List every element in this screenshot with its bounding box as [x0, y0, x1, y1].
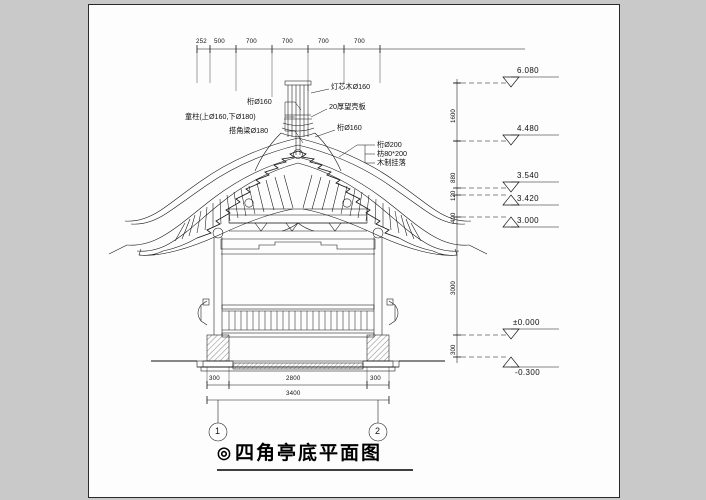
roof-upper-surface — [124, 137, 472, 225]
eave-right — [297, 156, 488, 256]
annotation-leaders-left — [284, 101, 304, 144]
callout-heng-160: 桁Ø160 — [247, 97, 272, 106]
roof-tile-ridge-left — [196, 150, 299, 239]
axis-leaders — [208, 400, 388, 442]
railing — [221, 304, 375, 338]
bottom-dim-left-300: 300 — [209, 375, 220, 382]
elevation-minus-0300: -0.300 — [515, 368, 541, 377]
bottom-dim-right-300: 300 — [370, 375, 381, 382]
cad-linework — [108, 45, 559, 442]
callout-20hou-wangban: 20厚望壳板 — [329, 102, 366, 111]
title-marker: ◎ — [217, 445, 232, 462]
vdim-1600: 1600 — [450, 109, 457, 123]
top-dim-value-6: 700 — [354, 38, 365, 45]
elevation-6080: 6.080 — [517, 66, 540, 75]
column-heads — [212, 227, 384, 239]
top-dim-value-4: 700 — [282, 38, 293, 45]
top-dim-value-3: 700 — [246, 38, 257, 45]
callout-tongzhu: 童柱(上Ø160,下Ø180) — [185, 112, 256, 121]
elevation-axis — [453, 76, 559, 368]
annotation-leaders-right — [310, 88, 375, 164]
vdim-880: 880 — [450, 172, 457, 183]
column-bases — [202, 334, 394, 368]
drawing-title: 四角亭底平面图 — [235, 443, 383, 464]
top-dim-value-1: 252 — [196, 38, 207, 45]
callout-heng-200: 桁Ø200 — [377, 140, 402, 149]
top-dim-value-5: 700 — [318, 38, 329, 45]
inner-ceiling-panel — [220, 238, 376, 255]
bottom-dim-total-3400: 3400 — [286, 390, 301, 397]
callout-fang-80x200: 枋80*200 — [377, 149, 407, 158]
bottom-dim-2800: 2800 — [286, 375, 301, 382]
callout-dajiaoliang-180: 搭角梁Ø180 — [229, 126, 269, 135]
main-columns — [213, 237, 383, 335]
platform-base — [196, 360, 400, 372]
title-underline — [217, 469, 413, 471]
roof-tile-ridge-right — [297, 150, 400, 239]
upper-beam-zone — [228, 198, 368, 232]
side-brackets — [197, 298, 399, 326]
elevation-3540: 3.540 — [517, 171, 540, 180]
finial-assembly — [254, 80, 342, 172]
vdim-300: 300 — [450, 344, 457, 355]
callout-heng-160-right: 桁Ø160 — [337, 123, 362, 132]
vdim-400: 400 — [450, 212, 457, 223]
callout-muzhi-gualuo: 木制挂落 — [377, 158, 406, 167]
axis-bubble-1: 1 — [215, 426, 221, 436]
vdim-120: 120 — [450, 190, 457, 201]
elevation-0000: ±0.000 — [513, 318, 540, 327]
callout-dengxinmu-160: 灯芯木Ø160 — [331, 82, 371, 91]
elevation-3000: 3.000 — [517, 216, 540, 225]
drawing-sheet: 252 500 700 700 700 700 桁Ø160 童柱(上Ø160,下… — [88, 4, 620, 498]
eave-left — [108, 156, 299, 256]
bottom-dim-chains — [206, 367, 390, 404]
elevation-4480: 4.480 — [517, 124, 540, 133]
elevation-3420: 3.420 — [517, 194, 540, 203]
top-dim-value-2: 500 — [214, 38, 225, 45]
vdim-3000: 3000 — [450, 281, 457, 295]
axis-bubble-2: 2 — [375, 426, 381, 436]
top-dim-line — [196, 45, 525, 97]
